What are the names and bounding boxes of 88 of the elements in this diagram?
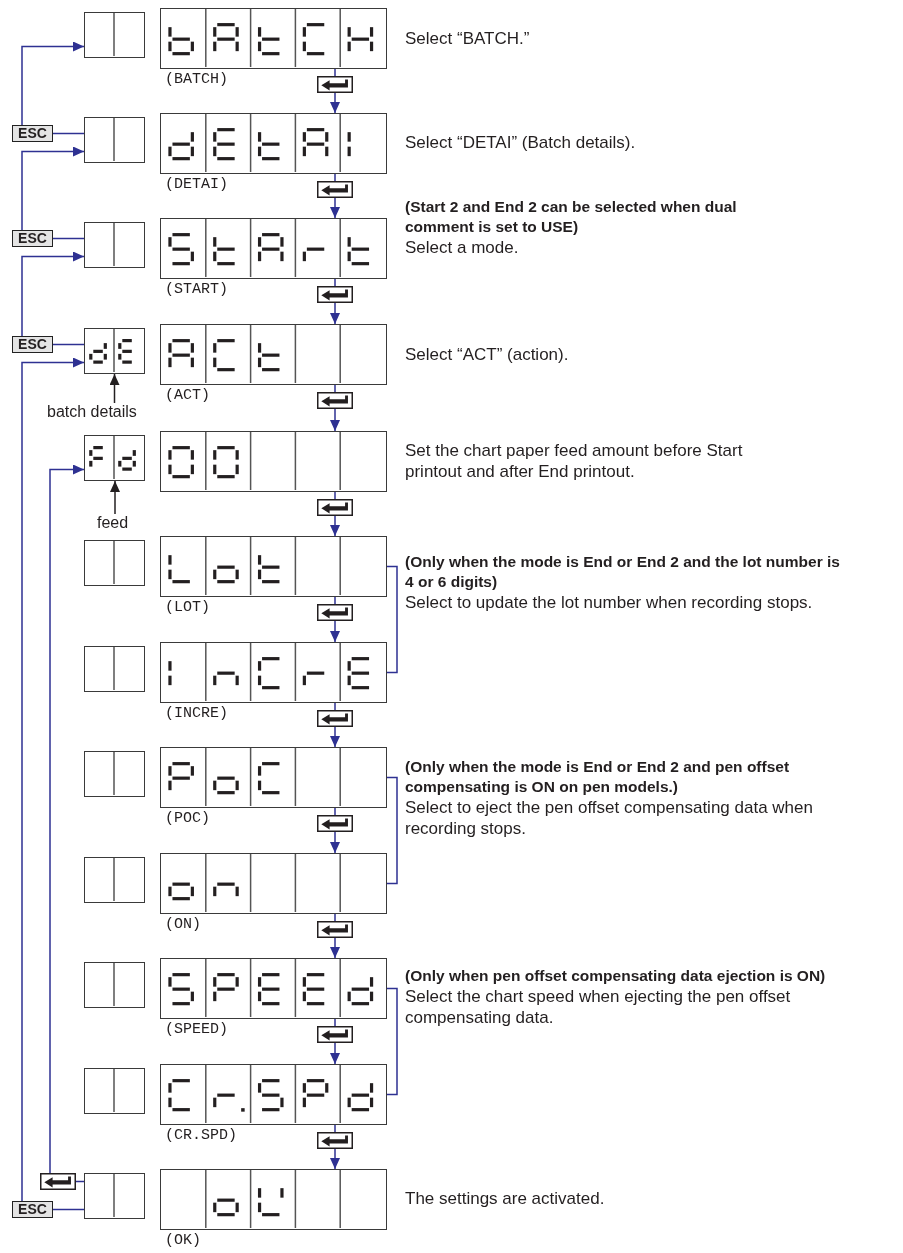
- arrow: [330, 1042, 340, 1065]
- connector-line: [334, 68, 336, 77]
- display-panel: [84, 540, 145, 586]
- arrow: [330, 197, 340, 219]
- display-caption: (DETAI): [165, 176, 228, 193]
- arrow: [330, 1148, 340, 1170]
- arrow: [330, 937, 340, 959]
- display-panel: [84, 222, 145, 268]
- display-caption: (CR.SPD): [165, 1127, 237, 1144]
- description-text: The settings are activated.: [405, 1188, 606, 1209]
- connector-line: [334, 491, 336, 500]
- display-caption: (LOT): [165, 599, 210, 616]
- description-text: Select “BATCH.”: [405, 28, 531, 49]
- arrow: [330, 726, 340, 748]
- display-panel: [84, 117, 145, 163]
- connector-line: [334, 173, 336, 182]
- connector-line: [52, 343, 85, 346]
- description-text: (Start 2 and End 2 can be selected when dual comment is set to USE): [405, 197, 738, 237]
- connector-line: [334, 807, 336, 816]
- connector-line: [334, 1018, 336, 1027]
- enter-key-icon: [317, 76, 353, 93]
- display-panel: [84, 857, 145, 903]
- display-panel: [84, 435, 145, 481]
- annotation-text: batch details: [47, 403, 137, 421]
- display-panel: [84, 646, 145, 692]
- annotation-text: feed: [97, 514, 129, 532]
- display-panel: [84, 962, 145, 1008]
- arrow: [330, 302, 340, 325]
- description-text: Set the chart paper feed amount before Start printout and after End printout.: [405, 440, 744, 482]
- esc-key: ESC: [12, 230, 53, 247]
- display-panel: [84, 751, 145, 797]
- arrow: [21, 357, 85, 1202]
- display-caption: (POC): [165, 810, 210, 827]
- leader-arrow: [110, 480, 120, 515]
- arrow: [330, 515, 340, 537]
- connector-line: [52, 1208, 85, 1211]
- description-text: Select the chart speed when ejecting the pen offset compensating data.: [405, 986, 792, 1028]
- connector-line: [334, 702, 336, 711]
- connector-line: [52, 132, 85, 135]
- connector-line: [52, 237, 85, 240]
- display-caption: (SPEED): [165, 1021, 228, 1038]
- enter-key-icon: [317, 1026, 353, 1043]
- esc-key: ESC: [12, 336, 53, 353]
- display-caption: (START): [165, 281, 228, 298]
- connector-line: [334, 913, 336, 922]
- arrow: [49, 464, 85, 1174]
- condition-note: (Only when the mode is End or End 2 and the lot number is 4 or 6 digits): [405, 552, 841, 592]
- condition-note: (Only when pen offset compensating data ejection is ON): [405, 966, 827, 986]
- arrow: [21, 41, 85, 126]
- description-text: Select “DETAI” (Batch details).: [405, 132, 637, 153]
- display-caption: (ON): [165, 916, 201, 933]
- condition-note: (Only when the mode is End or End 2 and pen offset compensating is ON on pen models.): [405, 757, 791, 797]
- enter-key-icon: [317, 1132, 353, 1149]
- display-panel: [84, 1173, 145, 1219]
- enter-key-icon: [317, 392, 353, 409]
- arrow: [330, 831, 340, 854]
- display-panel: [84, 1068, 145, 1114]
- description-text: Select to update the lot number when recording stops.: [405, 592, 814, 613]
- enter-key-icon: [317, 286, 353, 303]
- display-panel: [84, 12, 145, 58]
- arrow: [21, 251, 85, 337]
- display-caption: (BATCH): [165, 71, 228, 88]
- display-caption: (INCRE): [165, 705, 228, 722]
- enter-key-icon: [40, 1173, 76, 1190]
- description-text: Select to eject the pen offset compensating data when recording stops.: [405, 797, 814, 839]
- leader-arrow: [109, 373, 120, 404]
- arrow: [21, 146, 85, 231]
- display-panel: [160, 431, 387, 492]
- arrow: [330, 408, 340, 432]
- enter-key-icon: [317, 499, 353, 516]
- enter-key-icon: [317, 604, 353, 621]
- enter-key-icon: [317, 815, 353, 832]
- enter-key-icon: [317, 181, 353, 198]
- connector-line: [334, 596, 336, 605]
- arrow: [330, 620, 340, 643]
- esc-key: ESC: [12, 125, 53, 142]
- description-text: Select a mode.: [405, 237, 520, 258]
- connector-line: [334, 278, 336, 287]
- display-caption: (OK): [165, 1232, 201, 1249]
- description-text: Select “ACT” (action).: [405, 344, 570, 365]
- enter-key-icon: [317, 921, 353, 938]
- display-caption: (ACT): [165, 387, 210, 404]
- arrow: [330, 92, 340, 114]
- connector-line: [334, 1124, 336, 1133]
- enter-key-icon: [317, 710, 353, 727]
- display-panel: [84, 328, 145, 374]
- connector-line: [334, 384, 336, 393]
- esc-key: ESC: [12, 1201, 53, 1218]
